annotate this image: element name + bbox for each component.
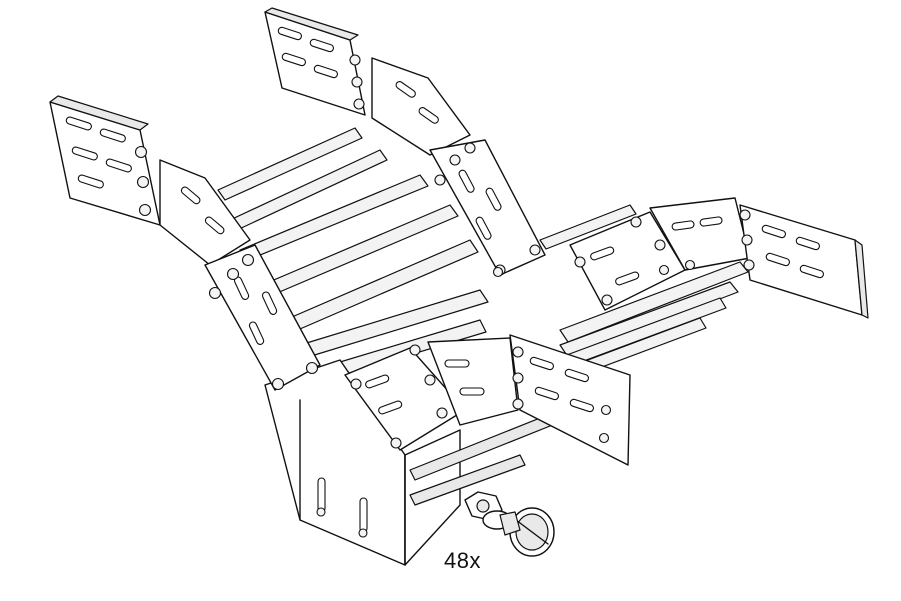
bolt-and-nut-hardware-icon <box>464 491 555 557</box>
tray-rungs <box>217 127 489 378</box>
top-end-splice-plate <box>264 7 366 116</box>
branch-rails <box>539 204 749 389</box>
left-end-splice-plate <box>49 95 161 226</box>
right-branch-curve-plates <box>569 197 751 311</box>
left-curve-side-plates <box>159 159 321 391</box>
drop-side-plate <box>264 359 566 566</box>
misc-bolts <box>492 266 612 444</box>
right-end-splice-plate <box>739 204 869 319</box>
front-branch-plates <box>344 334 631 466</box>
top-curve-side-plates <box>371 57 546 276</box>
hardware-quantity-label: 48x <box>444 548 481 573</box>
